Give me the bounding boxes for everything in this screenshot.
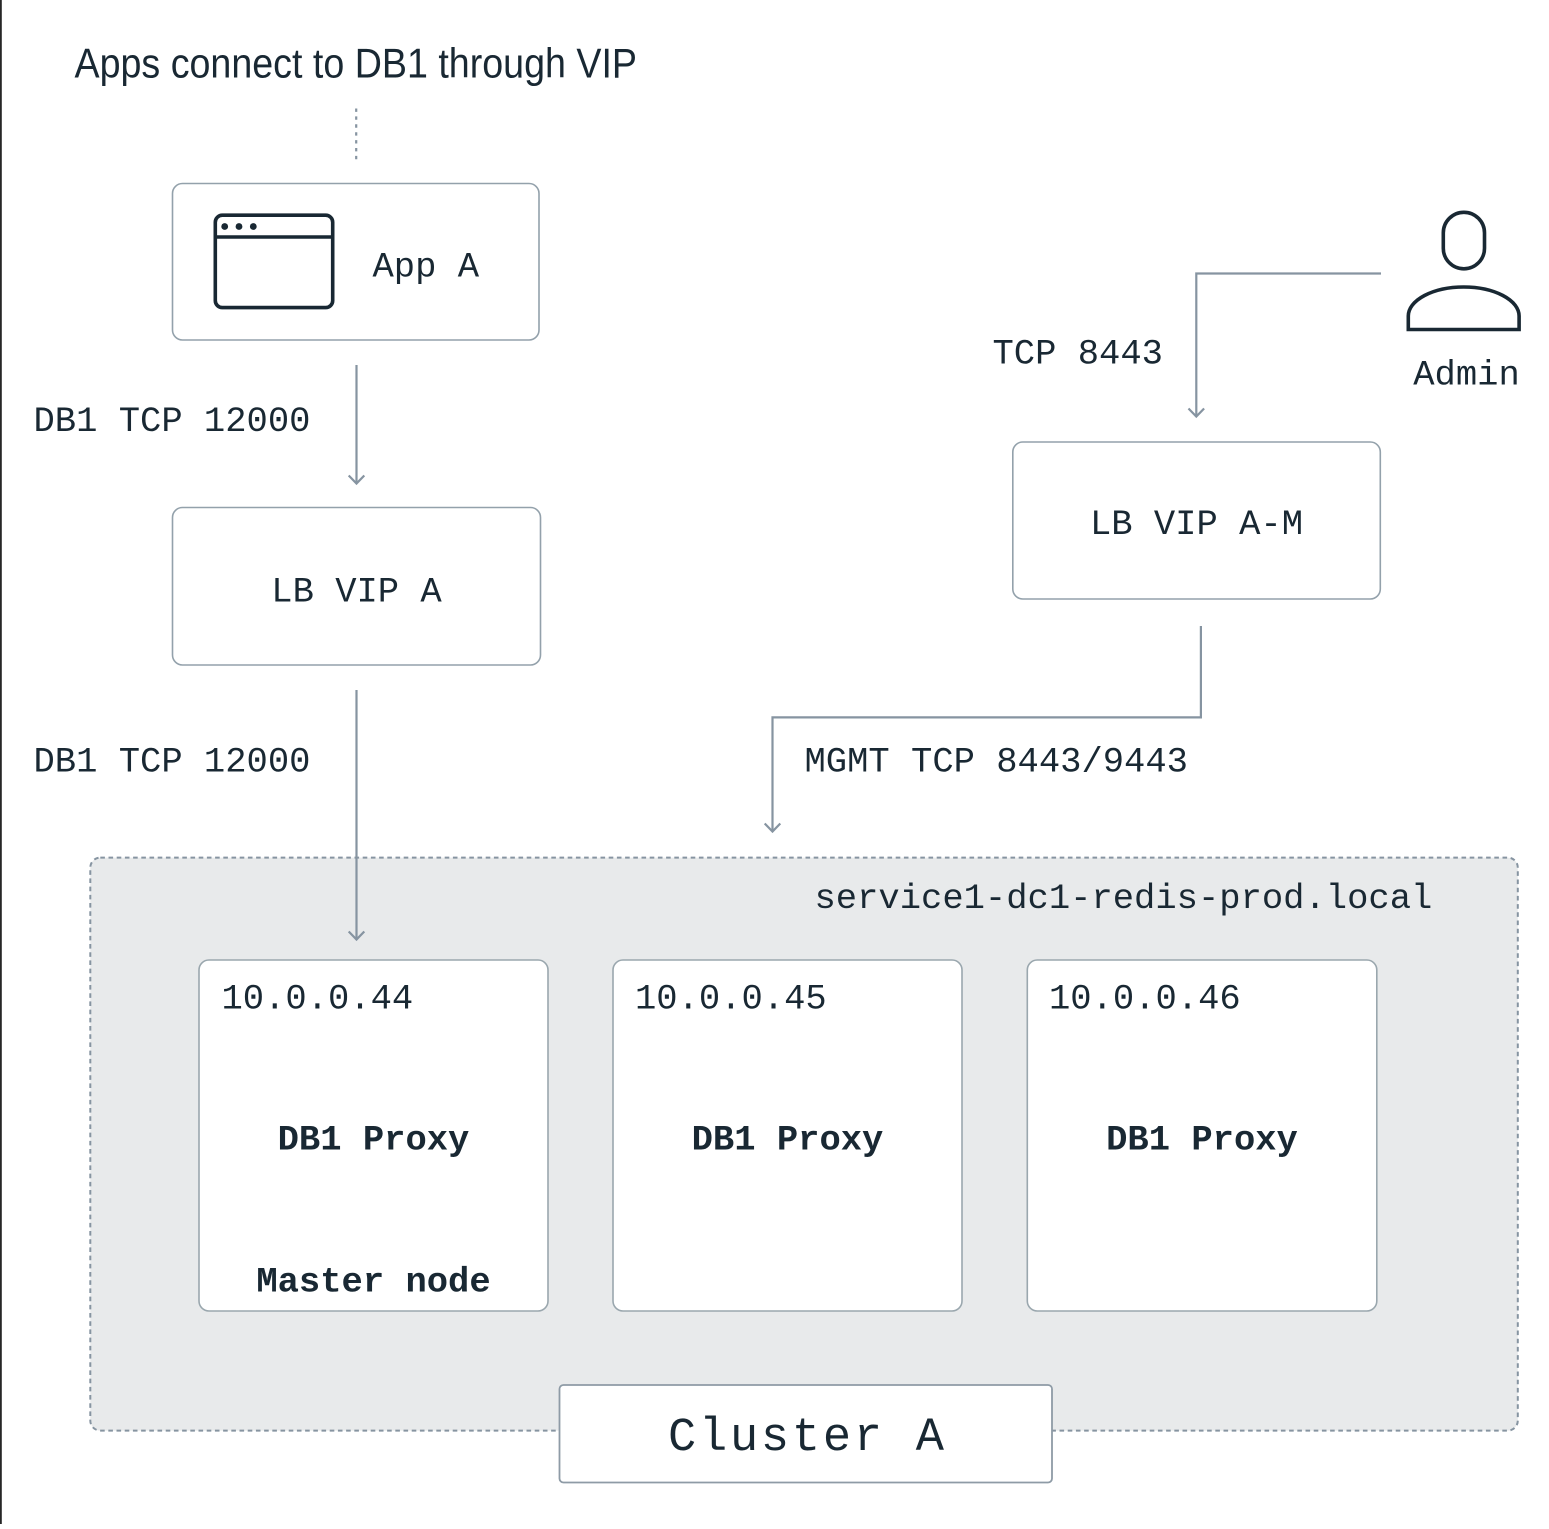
svg-text:Apps connect to DB1 through VI: Apps connect to DB1 through VIP: [75, 40, 638, 87]
svg-text:DB1 Proxy: DB1 Proxy: [1106, 1119, 1298, 1160]
svg-text:DB1 TCP 12000: DB1 TCP 12000: [34, 742, 311, 783]
svg-text:App A: App A: [373, 247, 480, 288]
svg-text:10.0.0.45: 10.0.0.45: [635, 978, 827, 1019]
svg-text:service1-dc1-redis-prod.local: service1-dc1-redis-prod.local: [815, 878, 1433, 919]
svg-text:Master node: Master node: [256, 1261, 490, 1302]
svg-text:DB1 TCP 12000: DB1 TCP 12000: [34, 401, 311, 442]
svg-text:LB VIP A-M: LB VIP A-M: [1090, 504, 1303, 545]
svg-text:Admin: Admin: [1413, 354, 1520, 395]
svg-text:DB1 Proxy: DB1 Proxy: [278, 1119, 470, 1160]
svg-text:LB VIP A: LB VIP A: [271, 572, 442, 613]
svg-text:MGMT TCP 8443/9443: MGMT TCP 8443/9443: [805, 742, 1188, 783]
svg-text:DB1 Proxy: DB1 Proxy: [692, 1119, 884, 1160]
svg-text:10.0.0.44: 10.0.0.44: [222, 978, 414, 1019]
svg-text:TCP 8443: TCP 8443: [993, 334, 1163, 375]
svg-text:Cluster A: Cluster A: [668, 1412, 945, 1465]
svg-text:10.0.0.46: 10.0.0.46: [1049, 978, 1241, 1019]
